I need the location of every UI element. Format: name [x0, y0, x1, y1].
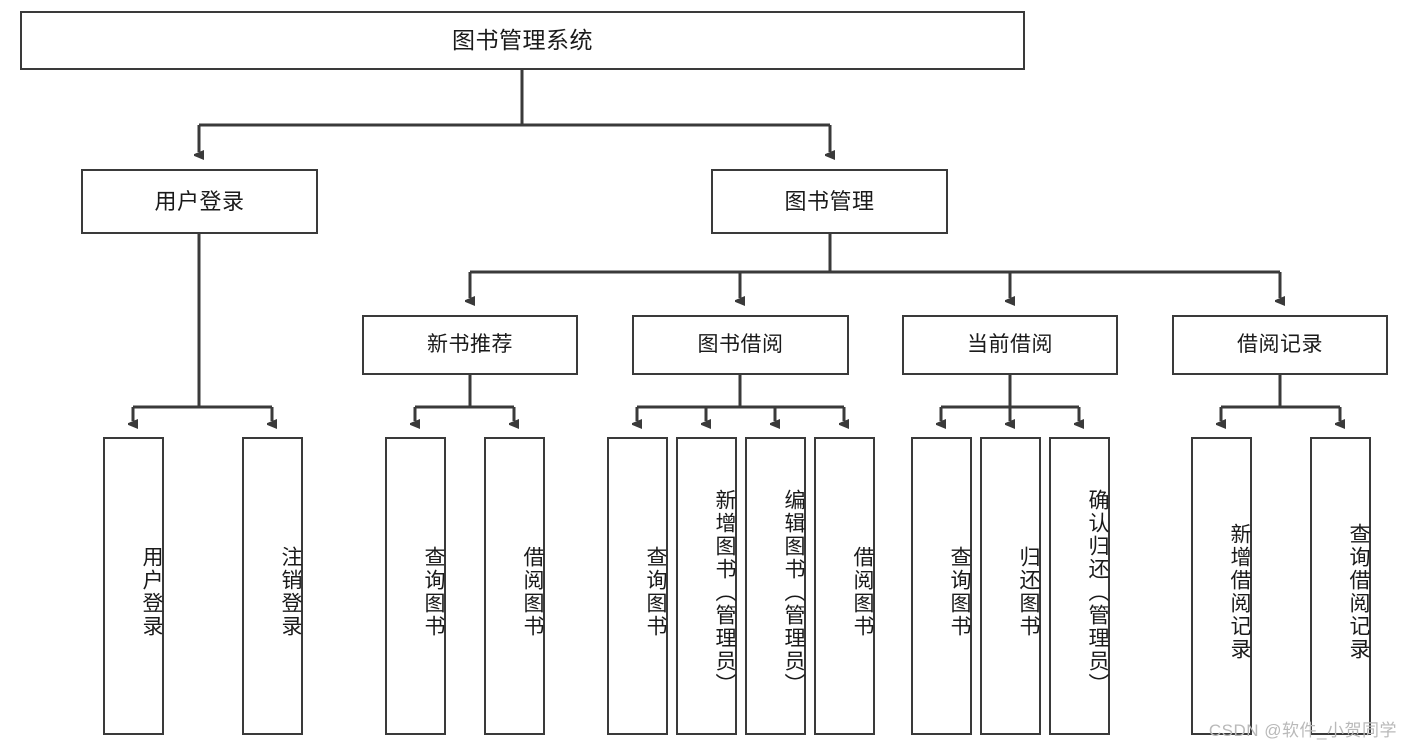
- node-borrow-record[interactable]: 借阅记录: [1172, 315, 1388, 375]
- node-book-borrow[interactable]: 图书借阅: [632, 315, 849, 375]
- node-leaf-borrow-book[interactable]: 借阅图书: [814, 437, 875, 735]
- node-root-system[interactable]: 图书管理系统: [20, 11, 1025, 70]
- node-leaf-edit-book-admin[interactable]: 编辑图书（管理员）: [745, 437, 806, 735]
- node-label: 借阅图书: [521, 546, 544, 638]
- node-new-book-recommend[interactable]: 新书推荐: [362, 315, 578, 375]
- node-label: 确认归还（管理员）: [1086, 488, 1109, 696]
- node-label: 查询图书: [948, 546, 971, 638]
- node-label: 借阅图书: [851, 546, 874, 638]
- node-label: 用户登录: [154, 188, 245, 214]
- node-label: 借阅记录: [1237, 332, 1323, 356]
- node-user-login[interactable]: 用户登录: [81, 169, 318, 234]
- node-label: 查询图书: [422, 546, 445, 638]
- node-label: 新增借阅记录: [1228, 523, 1251, 661]
- node-label: 编辑图书（管理员）: [782, 488, 805, 696]
- node-label: 归还图书: [1017, 546, 1040, 638]
- node-leaf-query-book-current[interactable]: 查询图书: [911, 437, 972, 735]
- node-leaf-query-book-recommend[interactable]: 查询图书: [385, 437, 446, 735]
- node-label: 新增图书（管理员）: [713, 488, 736, 696]
- node-leaf-add-book-admin[interactable]: 新增图书（管理员）: [676, 437, 737, 735]
- node-leaf-query-book-borrow[interactable]: 查询图书: [607, 437, 668, 735]
- node-label: 查询图书: [644, 546, 667, 638]
- node-leaf-user-logout[interactable]: 注销登录: [242, 437, 303, 735]
- node-leaf-user-login[interactable]: 用户登录: [103, 437, 164, 735]
- node-leaf-confirm-return-admin[interactable]: 确认归还（管理员）: [1049, 437, 1110, 735]
- node-label: 新书推荐: [427, 332, 513, 356]
- node-label: 用户登录: [140, 546, 163, 638]
- node-current-borrow[interactable]: 当前借阅: [902, 315, 1118, 375]
- node-leaf-return-book[interactable]: 归还图书: [980, 437, 1041, 735]
- node-label: 当前借阅: [967, 332, 1053, 356]
- node-label: 图书借阅: [697, 332, 784, 356]
- node-leaf-borrow-book-recommend[interactable]: 借阅图书: [484, 437, 545, 735]
- node-label: 图书管理: [784, 188, 875, 214]
- node-label: 注销登录: [279, 546, 302, 638]
- node-label: 查询借阅记录: [1347, 523, 1370, 661]
- node-label: 图书管理系统: [452, 26, 593, 53]
- node-book-management[interactable]: 图书管理: [711, 169, 948, 234]
- node-leaf-add-borrow-record[interactable]: 新增借阅记录: [1191, 437, 1252, 735]
- watermark-text: CSDN @软件_小贺同学: [1208, 721, 1397, 740]
- node-leaf-query-borrow-record[interactable]: 查询借阅记录: [1310, 437, 1371, 735]
